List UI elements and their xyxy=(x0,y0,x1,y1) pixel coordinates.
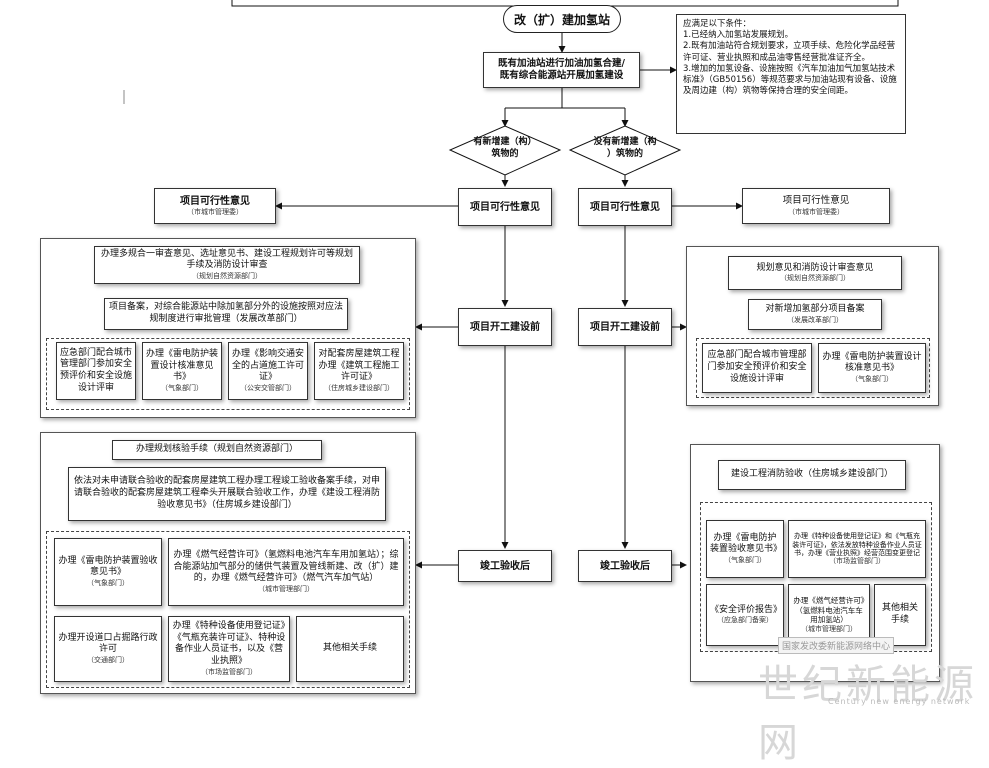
right-post-sub3: 《安全评价报告》 （应急部门备案） xyxy=(706,584,784,646)
left-post-sub5-text: 其他相关手续 xyxy=(322,643,377,654)
left-post-sub1-dept: （气象部门） xyxy=(87,579,129,588)
right-post-sub3-dept: （应急部门备案） xyxy=(717,616,773,625)
left-pre-item1: 办理多规合一审查意见、选址意见书、建设工程规划许可等规划手续及消防设计审查 （规… xyxy=(94,246,360,284)
left-pre-sub3-text: 办理《影响交通安全的占道施工许可证》 xyxy=(232,348,305,383)
right-post-sub4: 办理《燃气经营许可》（氢燃料电池汽车车用加氢站） （城市管理部门） xyxy=(788,584,870,646)
left-pre-sub4-text: 对配套房屋建筑工程办理《建筑工程施工许可证》 xyxy=(318,348,400,383)
right-post-sub4-dept: （城市管理部门） xyxy=(801,625,857,634)
right-pre-sub2-dept: （气象部门） xyxy=(851,375,893,384)
right-pre-sub2-text: 办理《雷电防护装置设计核准意见书》 xyxy=(822,351,922,374)
left-pre-sub1: 应急部门配合城市管理部门参加安全预评价和安全设施设计评审 xyxy=(56,342,136,400)
conditions-note: 应满足以下条件： 1.已经纳入加氢站发展规划。 2.既有加油站符合规划要求，立项… xyxy=(676,14,906,134)
left-pre-item2: 项目备案，对综合能源站中除加氢部分外的设施按照对应法规制度进行审批管理（发展改革… xyxy=(104,298,348,330)
left-pre-item1-dept: （规划自然资源部门） xyxy=(192,272,262,281)
left-post-sub4-text: 办理《特种设备使用登记证》《气瓶充装许可证》、特种设备作业人员证书，以及《营业执… xyxy=(172,621,286,667)
left-post-sub4: 办理《特种设备使用登记证》《气瓶充装许可证》、特种设备作业人员证书，以及《营业执… xyxy=(168,616,290,682)
decision-left-diamond xyxy=(448,125,562,176)
left-post-sub2-text: 办理《燃气经营许可》（氢燃料电池汽车车用加氢站）；综合能源站加气部分的储供气装置… xyxy=(173,549,399,584)
decision-left-label: 有新增建（构） 筑物的 xyxy=(473,137,537,159)
right-stage-feasibility: 项目可行性意见 xyxy=(578,188,672,226)
left-pre-sub4-dept: （住房城乡建设部门） xyxy=(324,383,394,392)
right-post-sub5-text: 其他相关手续 xyxy=(881,603,918,625)
top-process-box: 既有加油站进行加油加氢合建/ 既有综合能源站开展加氢建设 xyxy=(483,52,640,88)
right-pre-item2: 对新增加氢部分项目备案 （发展改革部门） xyxy=(748,299,882,330)
left-stage-preconstruction: 项目开工建设前 xyxy=(458,308,552,346)
left-post-sub1: 办理《雷电防护装置验收意见书》 （气象部门） xyxy=(54,538,162,606)
left-post-sub2: 办理《燃气经营许可》（氢燃料电池汽车车用加氢站）；综合能源站加气部分的储供气装置… xyxy=(168,538,404,606)
decision-right-label: 没有新增建（构 ）筑物的 xyxy=(593,137,657,159)
right-post-sub1-text: 办理《雷电防护装置验收意见书》 xyxy=(710,532,783,555)
left-stage-feasibility: 项目可行性意见 xyxy=(458,188,552,226)
start-node: 改（扩）建加氢站 xyxy=(503,5,621,33)
right-post-sub5: 其他相关手续 xyxy=(874,584,926,646)
right-feasibility-title: 项目可行性意见 xyxy=(782,195,850,207)
left-pre-sub2-dept: （气象部门） xyxy=(161,383,203,392)
left-post-sub3: 办理开设道口占掘路行政许可 （交通部门） xyxy=(54,616,162,682)
watermark-logo: 世纪新能源网 xyxy=(758,662,978,766)
left-pre-sub3-dept: （公安交管部门） xyxy=(240,383,296,392)
left-pre-sub2-text: 办理《雷电防护装置设计核准意见书》 xyxy=(146,348,219,383)
left-post-sub-group xyxy=(46,531,410,688)
right-pre-sub1-text: 应急部门配合城市管理部门参加安全预评价和安全设施设计评审 xyxy=(707,350,807,384)
right-pre-item1-text: 规划意见和消防设计审查意见 xyxy=(756,262,874,273)
left-pre-sub3: 办理《影响交通安全的占道施工许可证》 （公安交管部门） xyxy=(228,342,308,400)
right-post-sub3-text: 《安全评价报告》 xyxy=(710,604,783,615)
right-pre-sub-group xyxy=(696,338,930,398)
left-feasibility-dept: （市城市管理委） xyxy=(187,207,243,216)
left-post-sub3-text: 办理开设道口占掘路行政许可 xyxy=(58,632,158,655)
left-pre-sub2: 办理《雷电防护装置设计核准意见书》 （气象部门） xyxy=(142,342,222,400)
right-feasibility-dept: （市城市管理委） xyxy=(788,207,844,216)
left-post-sub2-dept: （城市管理部门） xyxy=(258,584,314,593)
start-label: 改（扩）建加氢站 xyxy=(513,12,610,27)
right-pre-item1-dept: （规划自然资源部门） xyxy=(780,274,850,283)
decision-right-diamond xyxy=(568,125,682,176)
left-post-item1: 办理规划核验手续（规划自然资源部门） xyxy=(112,440,322,460)
left-pre-item1-text: 办理多规合一审查意见、选址意见书、建设工程规划许可等规划手续及消防设计审查 xyxy=(100,248,353,271)
right-post-sub1-dept: （气象部门） xyxy=(724,556,766,565)
right-stage-postcompletion: 竣工验收后 xyxy=(578,550,672,582)
right-stage-preconstruction: 项目开工建设前 xyxy=(578,308,672,346)
watermark-stamp: 国家发改委新能源网络中心 xyxy=(778,637,895,654)
right-pre-sub1: 应急部门配合城市管理部门参加安全预评价和安全设施设计评审 xyxy=(702,343,812,393)
right-post-sub2-dept: （市场监管部门） xyxy=(829,557,885,566)
right-post-sub1: 办理《雷电防护装置验收意见书》 （气象部门） xyxy=(706,520,784,578)
right-pre-item2-dept: （发展改革部门） xyxy=(787,315,843,324)
right-post-sub2-text: 办理《特种设备使用登记证》和《气瓶充装许可证》，依法发放特种设备作业人员证书，办… xyxy=(792,532,922,557)
right-pre-item2-text: 对新增加氢部分项目备案 xyxy=(765,304,865,315)
left-feasibility-title: 项目可行性意见 xyxy=(180,195,250,207)
left-pre-sub1-text: 应急部门配合城市管理部门参加安全预评价和安全设施设计评审 xyxy=(60,347,133,393)
left-post-sub5: 其他相关手续 xyxy=(296,616,404,682)
right-feasibility-box: 项目可行性意见 （市城市管理委） xyxy=(742,188,890,224)
left-feasibility-box: 项目可行性意见 （市城市管理委） xyxy=(154,188,276,224)
right-post-sub4-text: 办理《燃气经营许可》（氢燃料电池汽车车用加氢站） xyxy=(793,595,865,625)
left-pre-sub-group xyxy=(46,338,410,410)
right-post-sub2: 办理《特种设备使用登记证》和《气瓶充装许可证》，依法发放特种设备作业人员证书，办… xyxy=(788,520,926,578)
right-pre-sub2: 办理《雷电防护装置设计核准意见书》 （气象部门） xyxy=(818,343,926,393)
right-post-item1: 建设工程消防验收（住房城乡建设部门） xyxy=(718,460,906,490)
left-post-item2: 依法对未申请联合验收的配套房屋建筑工程办理工程竣工验收备案手续，对申请联合验收的… xyxy=(68,467,386,521)
left-post-sub1-text: 办理《雷电防护装置验收意见书》 xyxy=(58,555,158,578)
right-pre-item1: 规划意见和消防设计审查意见 （规划自然资源部门） xyxy=(728,256,902,290)
left-post-sub3-dept: （交通部门） xyxy=(87,656,129,665)
watermark-subtitle: Century new energy network xyxy=(828,697,971,706)
left-stage-postcompletion: 竣工验收后 xyxy=(458,550,552,582)
left-pre-sub4: 对配套房屋建筑工程办理《建筑工程施工许可证》 （住房城乡建设部门） xyxy=(314,342,404,400)
left-post-sub4-dept: （市场监管部门） xyxy=(201,667,257,676)
